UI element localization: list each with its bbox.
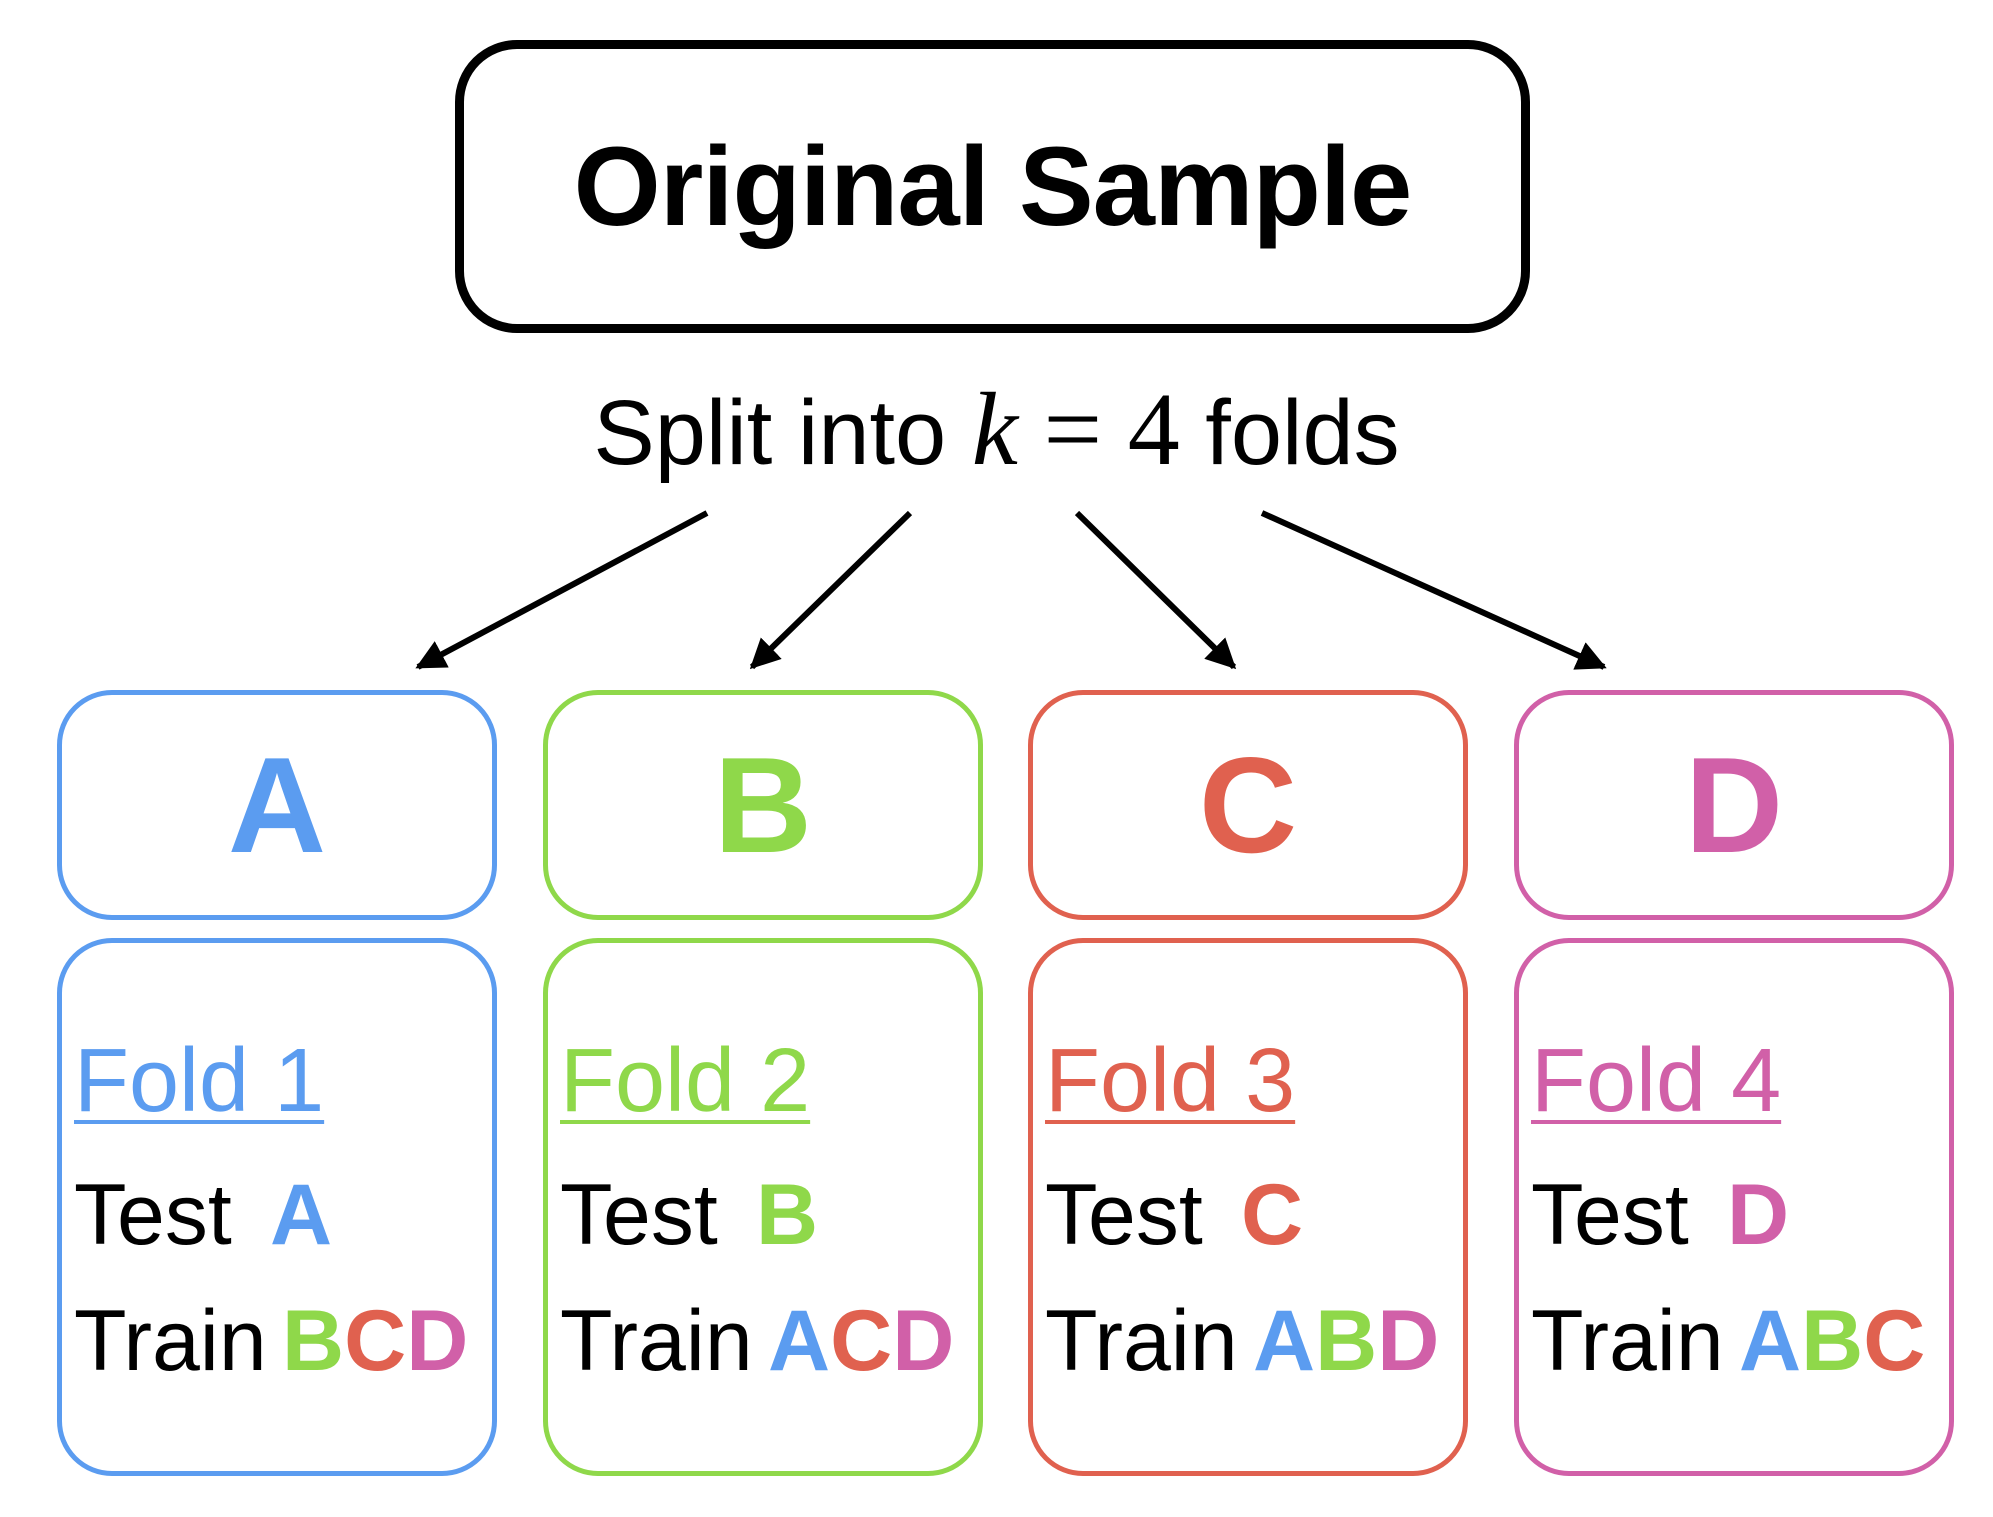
split-prefix: Split into xyxy=(593,382,947,484)
partition-label: A xyxy=(227,729,327,881)
arrow-to-c xyxy=(1074,510,1237,670)
partition-label: C xyxy=(1198,729,1298,881)
train-label: Train xyxy=(560,1293,753,1389)
train-partition-c: C xyxy=(344,1293,407,1389)
split-suffix: folds xyxy=(1205,382,1400,484)
test-partitions: A xyxy=(270,1167,332,1263)
test-partition-d: D xyxy=(1727,1167,1790,1263)
train-partitions: ABC xyxy=(1739,1293,1925,1389)
arrow-to-a xyxy=(415,510,709,670)
partition-box-b: B xyxy=(543,690,983,920)
train-partition-b: B xyxy=(1801,1293,1864,1389)
original-sample-box: Original Sample xyxy=(455,40,1530,333)
partition-box-c: C xyxy=(1028,690,1468,920)
split-variable: k xyxy=(971,372,1018,487)
arrow-to-d xyxy=(1260,510,1607,670)
train-partition-a: A xyxy=(1253,1293,1316,1389)
train-label: Train xyxy=(1045,1293,1238,1389)
arrow-to-b xyxy=(749,510,913,670)
train-partitions: ABD xyxy=(1253,1293,1439,1389)
test-row: Test B xyxy=(560,1165,818,1265)
train-partition-d: D xyxy=(892,1293,955,1389)
test-row: Test D xyxy=(1531,1165,1789,1265)
fold-title: Fold 4 xyxy=(1531,1031,1782,1131)
test-partitions: C xyxy=(1241,1167,1303,1263)
fold-title: Fold 3 xyxy=(1045,1031,1296,1131)
split-value: 4 xyxy=(1127,372,1180,487)
test-partition-b: B xyxy=(756,1167,819,1263)
test-partition-c: C xyxy=(1241,1167,1304,1263)
split-equals: = xyxy=(1043,372,1103,487)
partition-box-a: A xyxy=(57,690,497,920)
train-partition-b: B xyxy=(1315,1293,1378,1389)
train-partition-d: D xyxy=(406,1293,469,1389)
test-row: Test A xyxy=(74,1165,332,1265)
train-partition-b: B xyxy=(282,1293,345,1389)
test-partitions: B xyxy=(756,1167,818,1263)
train-partitions: BCD xyxy=(282,1293,468,1389)
fold-title: Fold 2 xyxy=(560,1031,811,1131)
fold-title: Fold 1 xyxy=(74,1031,325,1131)
partition-label: D xyxy=(1684,729,1784,881)
test-partition-a: A xyxy=(270,1167,333,1263)
train-partition-c: C xyxy=(1863,1293,1926,1389)
train-partition-a: A xyxy=(768,1293,831,1389)
train-partition-d: D xyxy=(1377,1293,1440,1389)
original-sample-title: Original Sample xyxy=(573,124,1413,249)
train-label: Train xyxy=(74,1293,267,1389)
train-partition-c: C xyxy=(830,1293,893,1389)
test-partitions: D xyxy=(1727,1167,1789,1263)
test-row: Test C xyxy=(1045,1165,1303,1265)
train-label: Train xyxy=(1531,1293,1724,1389)
test-label: Test xyxy=(1531,1167,1689,1263)
partition-label: B xyxy=(713,729,813,881)
split-caption: Split into k = 4 folds xyxy=(0,375,1993,488)
partition-box-d: D xyxy=(1514,690,1954,920)
train-partition-a: A xyxy=(1739,1293,1802,1389)
test-label: Test xyxy=(74,1167,232,1263)
test-label: Test xyxy=(1045,1167,1203,1263)
test-label: Test xyxy=(560,1167,718,1263)
train-partitions: ACD xyxy=(768,1293,954,1389)
